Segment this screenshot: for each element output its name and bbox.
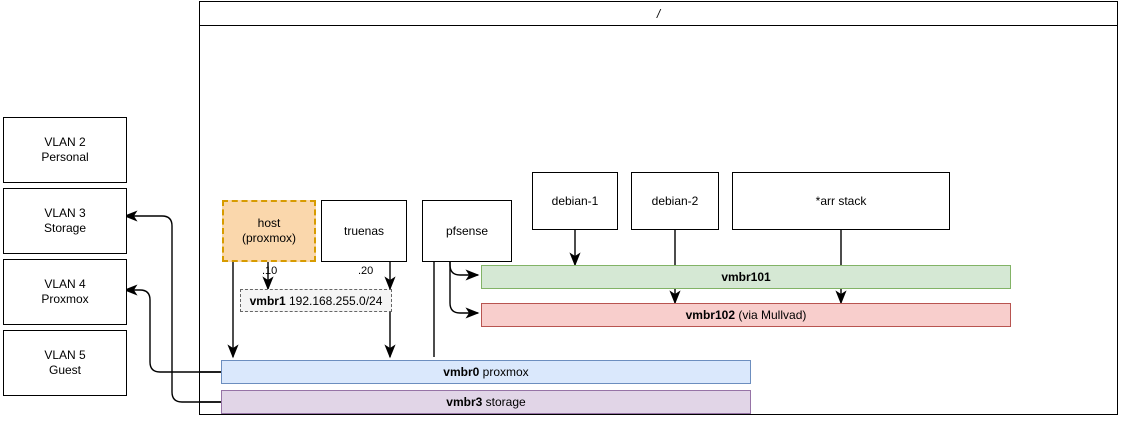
- bridge-bar-vmbr0[interactable]: vmbr0 proxmox: [221, 360, 751, 384]
- bridge-name: vmbr102: [685, 308, 735, 322]
- node-truenas[interactable]: truenas: [321, 200, 407, 262]
- bridge-name: vmbr101: [721, 270, 771, 284]
- subnet-vmbr1[interactable]: vmbr1 192.168.255.0/24: [240, 289, 392, 312]
- subnet-bridge-name: vmbr1: [249, 293, 286, 308]
- bridge-suffix: (via Mullvad): [738, 308, 807, 322]
- node-pfsense[interactable]: pfsense: [422, 200, 512, 262]
- bridge-bar-vmbr101[interactable]: vmbr101: [481, 265, 1011, 289]
- bridge-name: vmbr3: [446, 395, 483, 409]
- node-debian-1[interactable]: debian-1: [532, 172, 618, 230]
- port-label-host-ip: .10: [262, 265, 278, 277]
- bridge-suffix: storage: [485, 395, 526, 409]
- subnet-cidr: 192.168.255.0/24: [288, 293, 383, 308]
- bridge-name: vmbr0: [443, 365, 480, 379]
- node-host-proxmox[interactable]: host (proxmox): [222, 200, 316, 262]
- bridge-bar-vmbr102[interactable]: vmbr102 (via Mullvad): [481, 303, 1011, 327]
- host-container-title: /: [199, 1, 1118, 26]
- node-arr-stack[interactable]: *arr stack: [732, 172, 950, 230]
- node-debian-2[interactable]: debian-2: [631, 172, 719, 230]
- bridge-bar-vmbr3[interactable]: vmbr3 storage: [221, 390, 751, 414]
- port-label-truenas-ip: .20: [358, 265, 374, 277]
- bridge-suffix: proxmox: [482, 365, 529, 379]
